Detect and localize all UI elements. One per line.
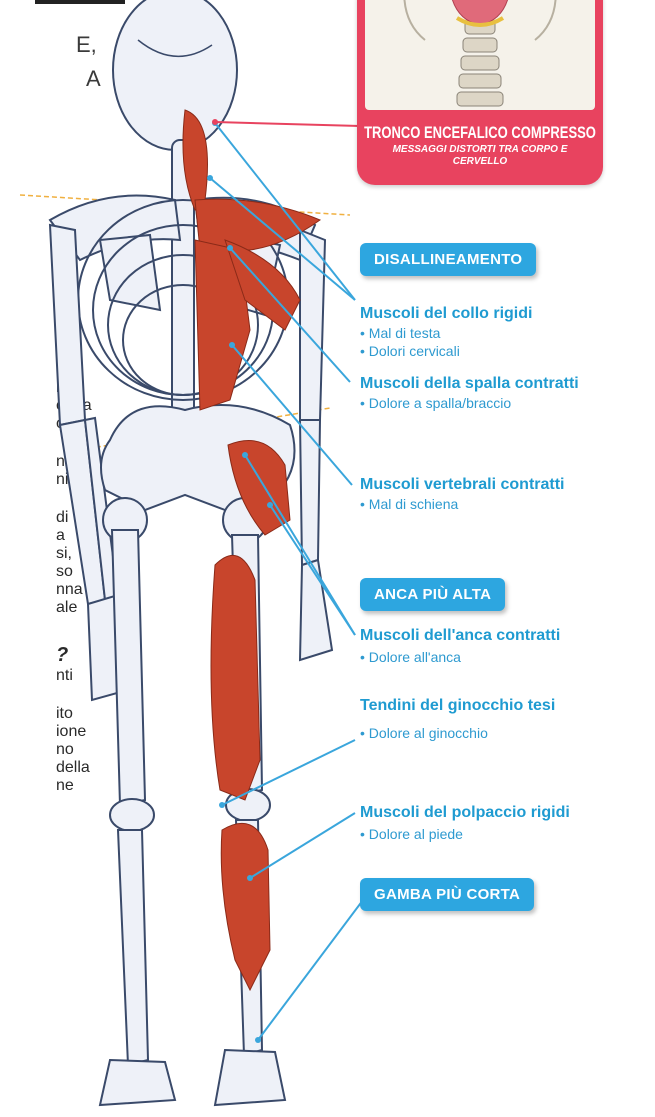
annotation-bullet: • Dolore a spalla/braccio: [360, 396, 579, 410]
annotation-bullet: • Dolori cervicali: [360, 344, 532, 358]
hip-higher-badge: ANCA PIÙ ALTA: [360, 578, 505, 611]
annotation-hip: Muscoli dell'anca contratti • Dolore all…: [360, 628, 560, 664]
inset-subtitle-line-2: CERVELLO: [357, 156, 603, 168]
brainstem-inset: TRONCO ENCEFALICO COMPRESSO MESSAGGI DIS…: [357, 0, 603, 185]
annotation-bullet: • Mal di testa: [360, 326, 532, 340]
annotation-bullet: • Dolore al piede: [360, 827, 570, 841]
annotation-shoulder: Muscoli della spalla contratti • Dolore …: [360, 376, 579, 410]
annotation-bullet: • Mal di schiena: [360, 497, 565, 511]
annotation-bullet: • Dolore all'anca: [360, 650, 560, 664]
annotation-bullet: • Dolore al ginocchio: [360, 726, 555, 740]
leg-shorter-badge: GAMBA PIÙ CORTA: [360, 878, 534, 911]
annotation-knee: Tendini del ginocchio tesi • Dolore al g…: [360, 698, 555, 740]
annotation-neck: Muscoli del collo rigidi • Mal di testa …: [360, 306, 532, 358]
annotation-head: Muscoli vertebrali contratti: [360, 477, 565, 493]
inset-subtitle: MESSAGGI DISTORTI TRA CORPO E CERVELLO: [357, 144, 603, 168]
disalignment-badge: DISALLINEAMENTO: [360, 243, 536, 276]
cervical-spine-image: [365, 0, 595, 110]
annotation-head: Muscoli dell'anca contratti: [360, 628, 560, 644]
annotation-vertebral: Muscoli vertebrali contratti • Mal di sc…: [360, 477, 565, 511]
inset-subtitle-line-1: MESSAGGI DISTORTI TRA CORPO E: [357, 144, 603, 156]
annotation-head: Tendini del ginocchio tesi: [360, 698, 555, 714]
annotation-head: Muscoli del collo rigidi: [360, 306, 532, 322]
annotation-head: Muscoli della spalla contratti: [360, 376, 579, 392]
annotation-head: Muscoli del polpaccio rigidi: [360, 805, 570, 821]
inset-title: TRONCO ENCEFALICO COMPRESSO: [357, 123, 603, 142]
annotation-calf: Muscoli del polpaccio rigidi • Dolore al…: [360, 805, 570, 841]
